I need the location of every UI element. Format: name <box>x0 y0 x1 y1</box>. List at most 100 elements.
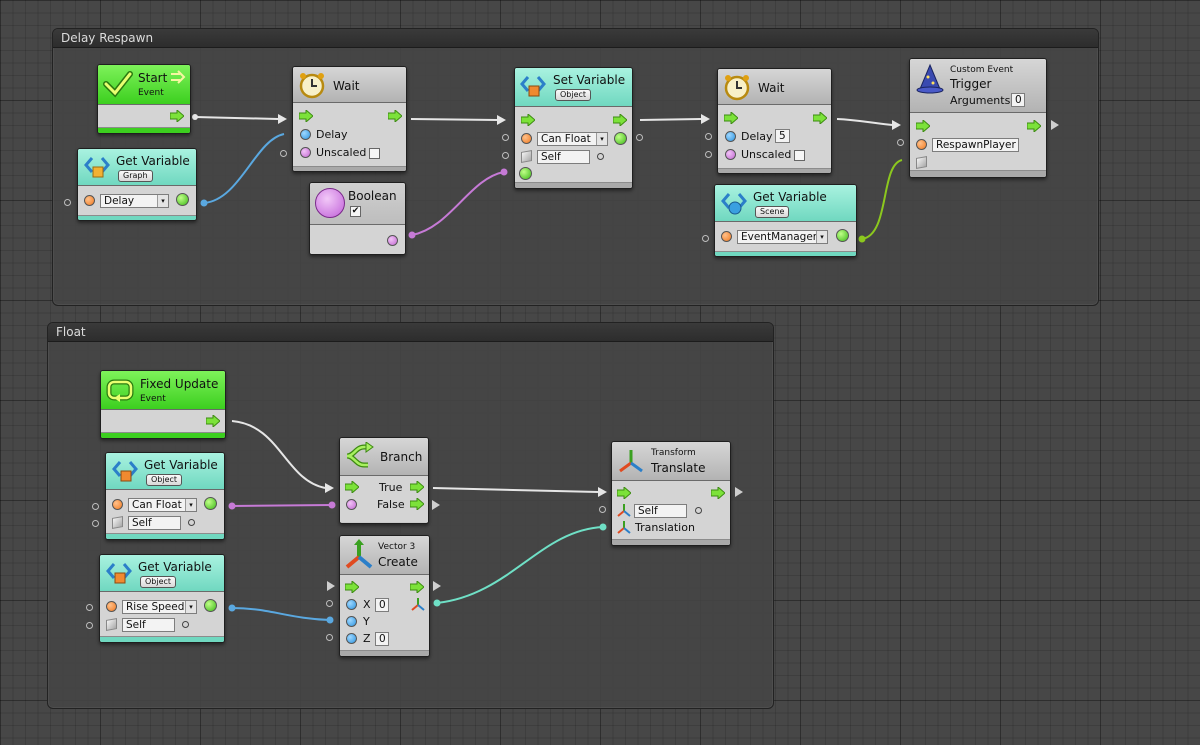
node-fixed-update-event[interactable]: Fixed Update Event <box>100 370 226 439</box>
node-transform-translate[interactable]: Transform Translate Self Translation <box>611 441 731 546</box>
value-in-port[interactable] <box>519 167 532 180</box>
variable-name-field[interactable]: Can Float▾ <box>128 498 197 512</box>
node-get-variable-canfloat[interactable]: Get Variable Object Can Float▾ Self <box>105 452 225 540</box>
node-custom-event-trigger[interactable]: Custom Event Trigger Arguments 0 Respawn… <box>909 58 1047 178</box>
flow-in-port[interactable] <box>916 120 930 132</box>
variable-name-field[interactable]: Can Float▾ <box>537 132 608 146</box>
vector-out-port[interactable] <box>410 596 426 612</box>
node-wait-1[interactable]: Wait Delay Unscaled <box>292 66 407 172</box>
value-out-port[interactable] <box>176 193 189 206</box>
flow-in-port[interactable] <box>299 110 313 122</box>
variable-name-field[interactable]: Delay▾ <box>100 194 169 208</box>
flow-in-port[interactable] <box>617 487 631 499</box>
unconnected-port[interactable] <box>636 134 643 141</box>
false-flow-out-port[interactable] <box>410 498 424 510</box>
unscaled-checkbox[interactable] <box>369 148 380 159</box>
boolean-checkbox[interactable]: ✔ <box>350 206 361 217</box>
node-set-variable[interactable]: Set Variable Object Can Float▾ Self <box>514 67 633 189</box>
scope-dropdown[interactable]: Graph <box>118 170 153 182</box>
flow-out-port[interactable] <box>170 110 184 122</box>
delay-value-field[interactable]: 5 <box>775 129 790 143</box>
object-port-icon <box>521 150 532 163</box>
flow-out-port-empty[interactable] <box>433 581 441 591</box>
flow-out-port[interactable] <box>410 581 424 593</box>
group-title[interactable]: Delay Respawn <box>53 29 1098 48</box>
target-picker[interactable] <box>695 507 702 514</box>
flow-in-port[interactable] <box>345 581 359 593</box>
target-picker[interactable] <box>188 519 195 526</box>
value-out-port[interactable] <box>614 132 627 145</box>
scope-dropdown[interactable]: Object <box>140 576 177 588</box>
node-category: Custom Event <box>950 65 1014 75</box>
true-flow-out-port[interactable] <box>410 481 424 493</box>
unconnected-port[interactable] <box>86 622 93 629</box>
value-out-port[interactable] <box>204 497 217 510</box>
unconnected-port[interactable] <box>702 235 709 242</box>
custom-event-icon <box>916 63 944 94</box>
flow-out-port[interactable] <box>813 112 827 124</box>
arguments-count-field[interactable]: 0 <box>1011 93 1025 107</box>
flow-out-port[interactable] <box>206 415 220 427</box>
flow-out-port[interactable] <box>1027 120 1041 132</box>
unconnected-port[interactable] <box>326 600 333 607</box>
target-port-icon <box>916 156 927 169</box>
flow-out-port[interactable] <box>613 114 627 126</box>
unconnected-port[interactable] <box>705 133 712 140</box>
unconnected-port[interactable] <box>502 134 509 141</box>
target-field[interactable]: Self <box>634 504 687 518</box>
x-value-field[interactable]: 0 <box>375 598 389 612</box>
variable-icon <box>106 563 132 584</box>
variable-name-field[interactable]: EventManager▾ <box>737 230 828 244</box>
scope-dropdown[interactable]: Object <box>555 89 592 101</box>
flow-in-port[interactable] <box>724 112 738 124</box>
unconnected-port[interactable] <box>86 604 93 611</box>
target-field[interactable]: Self <box>122 618 175 632</box>
target-field[interactable]: Self <box>537 150 590 164</box>
node-wait-2[interactable]: Wait Delay 5 Unscaled <box>717 68 832 174</box>
unconnected-port[interactable] <box>897 139 904 146</box>
unconnected-port[interactable] <box>280 150 287 157</box>
target-field[interactable]: Self <box>128 516 181 530</box>
unconnected-port[interactable] <box>92 503 99 510</box>
target-picker[interactable] <box>597 153 604 160</box>
flow-out-port-empty[interactable] <box>735 487 743 497</box>
group-title[interactable]: Float <box>48 323 773 342</box>
flow-in-port[interactable] <box>521 114 535 126</box>
flow-out-port[interactable] <box>388 110 402 122</box>
event-name-field[interactable]: RespawnPlayer <box>932 138 1019 152</box>
flow-in-port[interactable] <box>345 481 359 493</box>
flow-in-port-empty[interactable] <box>327 581 335 591</box>
node-get-variable-risespeed[interactable]: Get Variable Object Rise Speed▾ Self <box>99 554 225 643</box>
value-out-port[interactable] <box>204 599 217 612</box>
unconnected-port[interactable] <box>64 199 71 206</box>
node-vector3-create[interactable]: Vector 3 Create X 0 Y Z 0 <box>339 535 430 657</box>
unconnected-port[interactable] <box>705 151 712 158</box>
axes-icon <box>345 539 373 569</box>
type-port <box>112 499 123 510</box>
flow-out-port-empty[interactable] <box>1051 120 1059 130</box>
node-start-event[interactable]: Start Event <box>97 64 191 134</box>
node-title: Get Variable <box>753 190 827 204</box>
check-icon <box>103 71 133 98</box>
unconnected-port[interactable] <box>502 152 509 159</box>
delay-port <box>300 129 311 140</box>
node-title: Trigger <box>950 77 992 91</box>
node-get-variable-delay[interactable]: Get Variable Graph Delay▾ <box>77 148 197 221</box>
unconnected-port[interactable] <box>92 520 99 527</box>
flow-out-port-empty[interactable] <box>432 500 440 510</box>
z-value-field[interactable]: 0 <box>375 632 389 646</box>
flow-out-port[interactable] <box>711 487 725 499</box>
variable-name-field[interactable]: Rise Speed▾ <box>122 600 197 614</box>
target-picker[interactable] <box>182 621 189 628</box>
unconnected-port[interactable] <box>599 506 606 513</box>
unscaled-checkbox[interactable] <box>794 150 805 161</box>
unconnected-port[interactable] <box>326 634 333 641</box>
node-get-variable-eventmanager[interactable]: Get Variable Scene EventManager▾ <box>714 184 857 257</box>
scope-dropdown[interactable]: Scene <box>755 206 790 218</box>
scope-dropdown[interactable]: Object <box>146 474 183 486</box>
node-branch[interactable]: Branch True False <box>339 437 429 524</box>
node-title: Wait <box>758 81 785 95</box>
value-out-port[interactable] <box>836 229 849 242</box>
value-out-port[interactable] <box>387 235 398 246</box>
node-boolean[interactable]: Boolean ✔ <box>309 182 406 255</box>
